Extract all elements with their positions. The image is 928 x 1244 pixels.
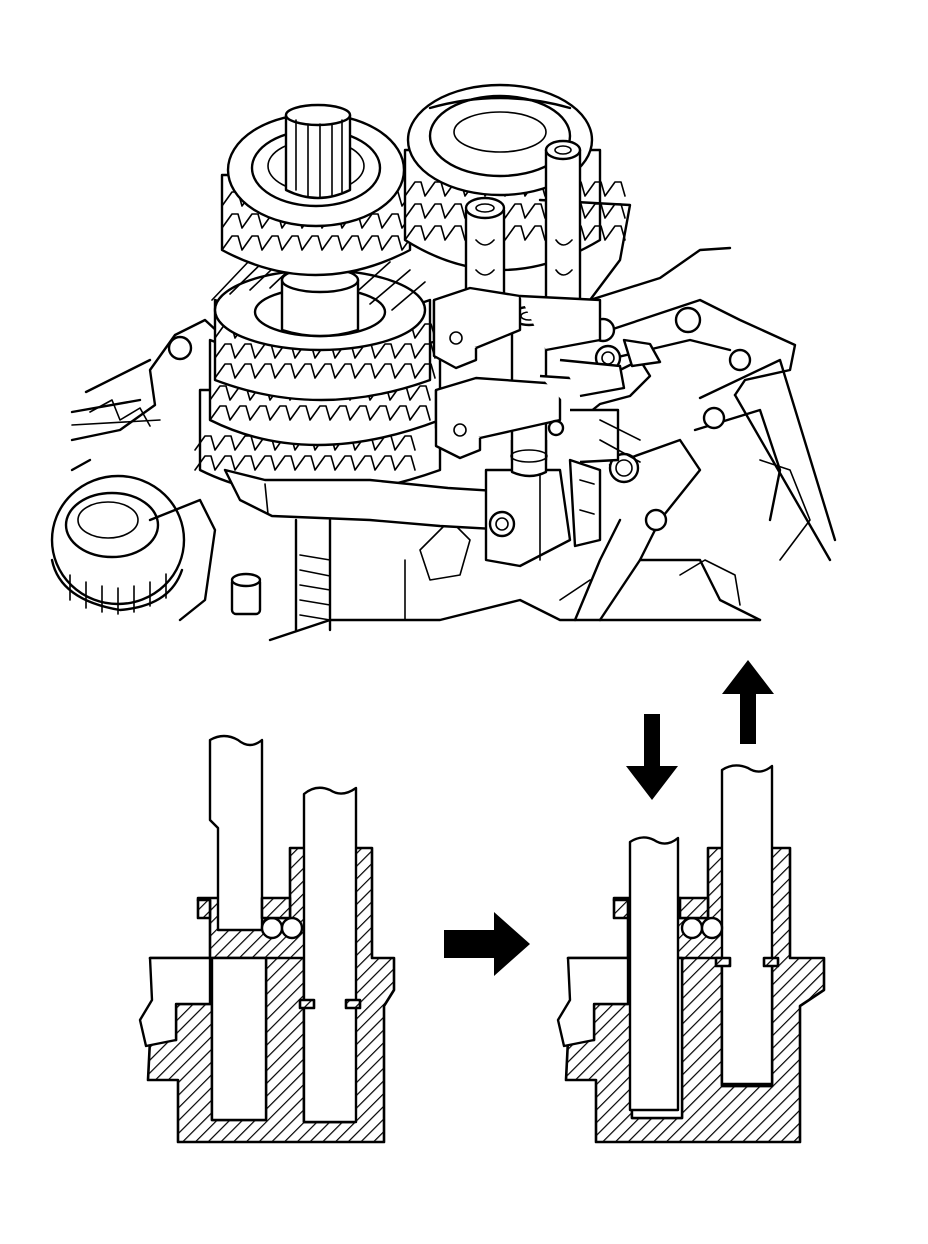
sectional-view-after bbox=[556, 764, 826, 1144]
bolt-head bbox=[230, 572, 262, 616]
sectional-view-before bbox=[138, 734, 396, 1144]
shift-rail-right bbox=[720, 764, 774, 1086]
arrow-down bbox=[626, 714, 678, 800]
shift-rail-right bbox=[302, 786, 358, 1124]
detent-ball bbox=[680, 916, 704, 940]
arrow-up bbox=[722, 660, 774, 744]
ring-gear-partial bbox=[89, 399, 332, 632]
shift-fork-arm bbox=[223, 440, 602, 568]
shift-rail-left bbox=[628, 836, 680, 1112]
detent-ball bbox=[280, 916, 304, 940]
shift-fork-blocks bbox=[432, 286, 662, 464]
shift-rail-left bbox=[208, 734, 264, 932]
mainshaft-gear bbox=[220, 103, 443, 277]
detent-ball bbox=[700, 916, 724, 940]
tapered-roller-bearing bbox=[50, 458, 217, 622]
transmission-case bbox=[70, 246, 837, 642]
upper-right-gear bbox=[403, 83, 632, 312]
transmission-gear-assembly bbox=[50, 83, 837, 642]
detent-ball bbox=[260, 916, 284, 940]
countershaft-gear-stack bbox=[194, 249, 442, 497]
arrow-right bbox=[444, 912, 530, 976]
